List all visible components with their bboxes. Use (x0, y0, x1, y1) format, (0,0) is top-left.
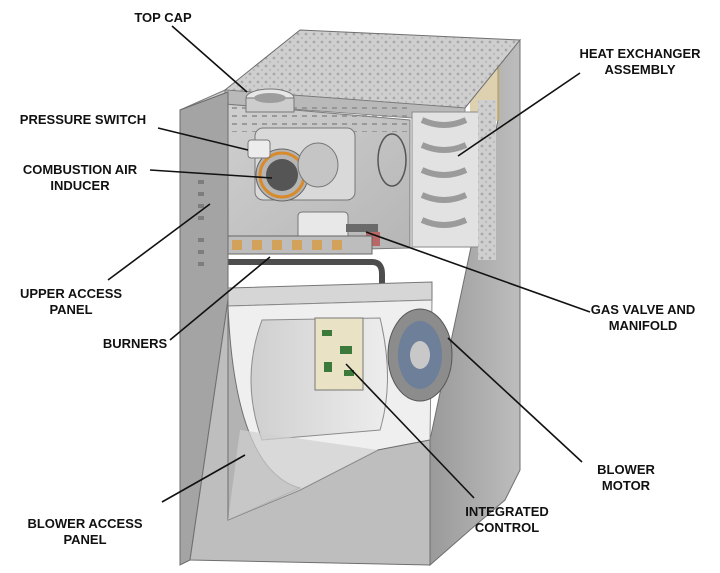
leader-blower-motor (447, 337, 583, 463)
label-combustion-air-inducer: COMBUSTION AIR INDUCER (22, 162, 138, 193)
burners (221, 235, 385, 290)
leader-gas-valve-and-manifold (365, 231, 591, 313)
leader-top-cap (171, 25, 248, 93)
leader-lines (107, 25, 591, 503)
inducer-assembly (247, 127, 356, 202)
heat-exchanger (411, 100, 496, 260)
leader-burners (169, 256, 271, 341)
leader-heat-exchanger-assembly (457, 72, 581, 157)
label-burners: BURNERS (102, 336, 168, 351)
leader-pressure-switch (157, 127, 249, 151)
leader-upper-access-panel (107, 203, 211, 281)
label-integrated-control: INTEGRATED CONTROL (465, 504, 549, 535)
label-blower-motor: BLOWER MOTOR (597, 462, 655, 493)
label-blower-access-panel: BLOWER ACCESS PANEL (27, 516, 143, 547)
leader-integrated-control (345, 363, 475, 499)
label-upper-access-panel: UPPER ACCESS PANEL (19, 286, 123, 317)
leader-blower-access-panel (161, 454, 246, 503)
blower-access-frame (189, 299, 431, 566)
label-heat-exchanger-assembly: HEAT EXCHANGER ASSEMBLY (579, 46, 701, 77)
label-top-cap: TOP CAP (134, 10, 192, 25)
top-cap-flue (245, 88, 295, 113)
leader-combustion-air-inducer (149, 169, 273, 179)
label-pressure-switch: PRESSURE SWITCH (19, 112, 147, 127)
label-gas-valve-and-manifold: GAS VALVE AND MANIFOLD (590, 302, 696, 333)
